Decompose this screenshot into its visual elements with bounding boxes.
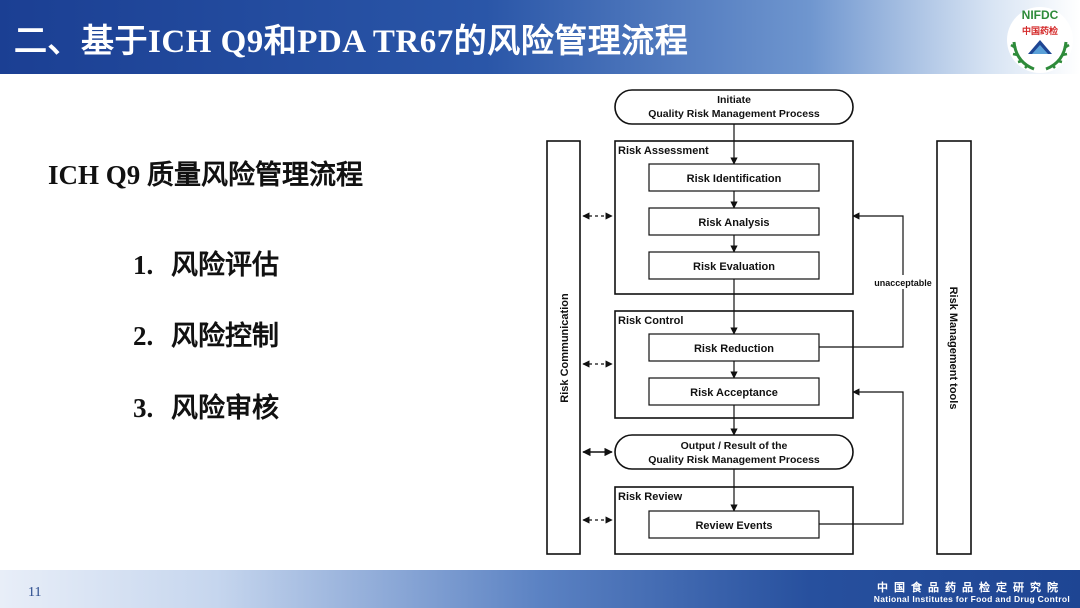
output-line1: Output / Result of the xyxy=(681,440,788,452)
step-number: 2. xyxy=(133,321,154,351)
institution-name-en: National Institutes for Food and Drug Co… xyxy=(873,594,1070,604)
risk-communication-label: Risk Communication xyxy=(559,293,571,403)
step-item: 3. 风险审核 xyxy=(133,386,279,425)
risk-reduction-label: Risk Reduction xyxy=(694,343,774,355)
nifdc-logo: NIFDC 中国药检 xyxy=(1007,7,1073,73)
institution-name-cn: 中国食品药品检定研究院 xyxy=(877,581,1064,594)
unacceptable-label: unacceptable xyxy=(874,278,932,288)
risk-acceptance-box xyxy=(648,377,820,406)
output-line2: Quality Risk Management Process xyxy=(648,454,820,466)
step-item: 2. 风险控制 xyxy=(133,314,279,353)
risk-communication-bar xyxy=(546,140,581,555)
step-label: 风险审核 xyxy=(171,393,279,423)
risk-identification-box xyxy=(648,163,820,192)
footer-bar xyxy=(0,570,1080,608)
slide-title: 二、基于ICH Q9和PDA TR67的风险管理流程 xyxy=(14,24,689,60)
step-item: 1. 风险评估 xyxy=(133,243,279,282)
risk-acceptance-label: Risk Acceptance xyxy=(690,387,778,399)
logo-text: NIFDC xyxy=(1022,8,1059,22)
initiate-line1: Initiate xyxy=(717,94,751,106)
process-subtitle: ICH Q9 质量风险管理流程 xyxy=(48,160,364,190)
risk-tools-label: Risk Management tools xyxy=(947,287,959,410)
step-number: 3. xyxy=(133,393,154,423)
risk-reduction-box xyxy=(648,333,820,362)
risk-management-tools-bar xyxy=(936,140,972,555)
step-label: 风险评估 xyxy=(171,250,279,280)
logo-cn-text: 中国药检 xyxy=(1022,25,1058,37)
header-bar xyxy=(0,0,1080,74)
review-events-label: Review Events xyxy=(695,520,772,532)
risk-analysis-label: Risk Analysis xyxy=(698,217,769,229)
risk-analysis-box xyxy=(648,207,820,236)
initiate-line2: Quality Risk Management Process xyxy=(648,108,820,120)
step-label: 风险控制 xyxy=(171,321,279,351)
risk-control-title: Risk Control xyxy=(618,315,683,327)
risk-identification-label: Risk Identification xyxy=(687,173,782,185)
risk-review-title: Risk Review xyxy=(618,491,683,503)
step-number: 1. xyxy=(133,250,154,280)
risk-evaluation-label: Risk Evaluation xyxy=(693,261,775,273)
page-number: 11 xyxy=(28,585,42,600)
risk-assessment-title: Risk Assessment xyxy=(618,145,709,157)
